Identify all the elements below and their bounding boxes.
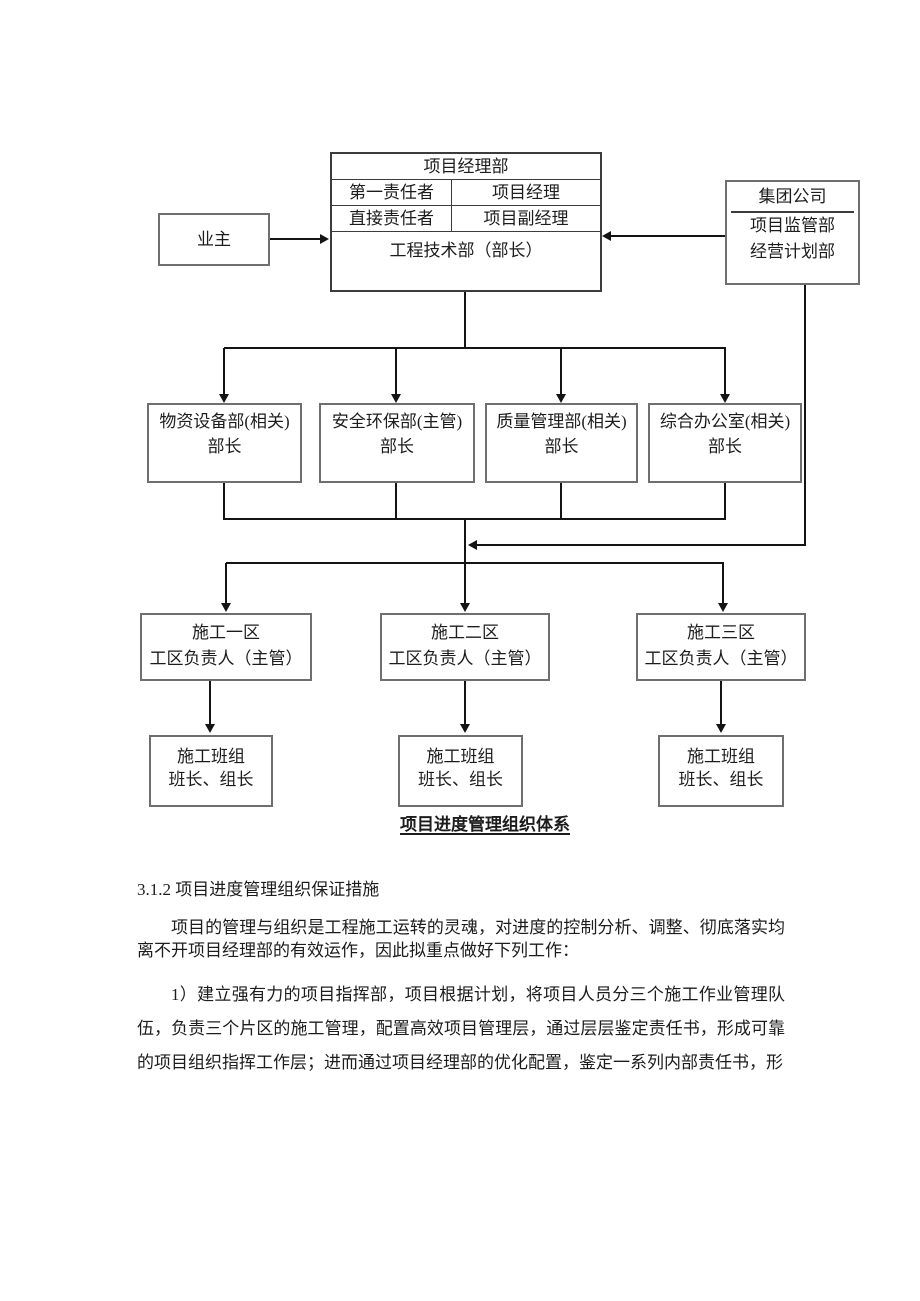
dept-box-quality: 质量管理部(相关) 部长 [485,403,638,483]
connector-group-line [611,235,725,237]
zone-name: 施工一区 [192,623,260,642]
arrow-down-icon [718,603,728,612]
arrow-down-icon [460,603,470,612]
zone-name: 施工三区 [687,623,755,642]
table-title: 项目经理部 [332,154,600,180]
paragraph: 项目的管理与组织是工程施工运转的灵魂，对进度的控制分析、调整、彻底落实均离不开项… [137,918,785,960]
crew-leaders: 班长、组长 [678,770,764,789]
arrow-down-icon [219,394,229,403]
zone-box-1: 施工一区 工区负责人（主管） [140,613,312,681]
arrow-right-icon [320,234,329,244]
dept-box-materials: 物资设备部(相关) 部长 [147,403,302,483]
dept-box-office: 综合办公室(相关) 部长 [648,403,802,483]
chart-caption: 项目进度管理组织体系 [400,815,570,834]
crew-name: 施工班组 [687,747,755,766]
arrow-down-icon [391,394,401,403]
arrow-left-icon [468,540,477,550]
connector-group-feedback-v [804,285,806,546]
connector-stub [223,483,225,520]
connector-drop [223,348,225,395]
dept-name: 安全环保部(主管) [331,412,463,431]
dept-name: 质量管理部(相关) [496,412,627,431]
group-member: 项目监管部 [750,216,835,235]
project-dept-table: 项目经理部 第一责任者 项目经理 直接责任者 项目副经理 工程技术部（部长） [330,152,602,292]
zone-leader: 工区负责人（主管） [149,649,303,668]
group-member: 经营计划部 [750,242,835,261]
connector-drop [560,348,562,395]
group-company-title: 集团公司 [731,182,854,213]
connector-drop [209,681,211,724]
dept-role: 部长 [380,437,414,456]
connector-drop [464,681,466,724]
connector-stub [724,483,726,520]
connector-group-feedback-h [477,544,806,546]
row-value: 项目经理 [492,183,560,202]
connector-stub [395,483,397,520]
body-text: 3.1.2 项目进度管理组织保证措施 项目的管理与组织是工程施工运转的灵魂，对进… [137,879,785,1080]
dept-role: 部长 [207,437,242,456]
table-row: 直接责任者 项目副经理 [332,206,600,232]
row-label: 直接责任者 [332,206,452,231]
arrow-left-icon [602,231,611,241]
connector-drop [722,563,724,603]
row-label: 第一责任者 [332,180,452,205]
zone-box-2: 施工二区 工区负责人（主管） [380,613,550,681]
table-row: 第一责任者 项目经理 [332,180,600,206]
arrow-down-icon [460,724,470,733]
dept-name: 综合办公室(相关) [659,412,791,431]
group-company-box: 集团公司 项目监管部 经营计划部 [725,180,860,285]
dept-role: 部长 [544,437,579,456]
zone-leader: 工区负责人（主管） [644,649,798,668]
crew-box-3: 施工班组 班长、组长 [658,735,784,807]
paragraph: 1）建立强有力的项目指挥部，项目根据计划，将项目人员分三个施工作业管理队伍，负责… [137,985,785,1072]
crew-box-2: 施工班组 班长、组长 [398,735,523,807]
connector-stub [560,483,562,520]
arrow-down-icon [556,394,566,403]
arrow-down-icon [720,394,730,403]
crew-name: 施工班组 [177,747,245,766]
arrow-down-icon [716,724,726,733]
zone-box-3: 施工三区 工区负责人（主管） [636,613,806,681]
crew-box-1: 施工班组 班长、组长 [149,735,273,807]
crew-name: 施工班组 [426,747,495,766]
connector-central [464,519,466,604]
row-value: 项目副经理 [483,209,569,228]
connector-drop [225,563,227,603]
dept-box-safety: 安全环保部(主管) 部长 [319,403,475,483]
owner-label: 业主 [197,230,231,249]
zone-leader: 工区负责人（主管） [388,649,542,668]
crew-leaders: 班长、组长 [168,770,254,789]
connector-stub [464,292,466,348]
dept-name: 物资设备部(相关) [159,412,290,431]
dept-role: 部长 [708,437,742,456]
table-footer: 工程技术部（部长） [389,241,543,260]
connector-hline-1 [224,347,726,349]
owner-box: 业主 [158,213,270,266]
connector-hline-2 [226,562,724,564]
crew-leaders: 班长、组长 [418,770,503,789]
section-heading: 3.1.2 项目进度管理组织保证措施 [137,880,380,899]
connector-drop [395,348,397,395]
connector-drop [724,348,726,395]
zone-name: 施工二区 [431,623,499,642]
arrow-down-icon [205,724,215,733]
connector-drop [720,681,722,724]
connector-owner-line [270,238,321,240]
arrow-down-icon [221,603,231,612]
connector-collector [224,518,726,520]
